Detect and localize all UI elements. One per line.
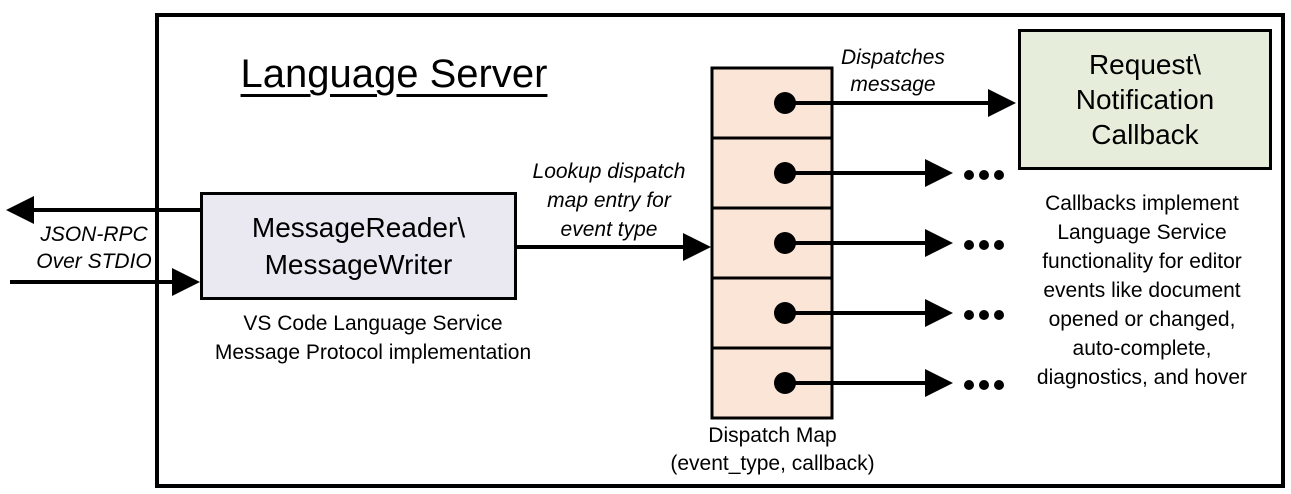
dispatch-map-caption: Dispatch Map (event_type, callback) [650,422,895,478]
callbacks-description-note: Callbacks implement Language Service fun… [1000,189,1284,392]
callback-box-line: Request\ [1088,49,1202,80]
callback-box-line: Notification [1075,84,1215,115]
json-rpc-label-line: JSON-RPC [40,223,148,246]
callback-box-line: Callback [1091,119,1199,150]
message-reader-writer-box: MessageReader\ MessageWriter [200,192,517,300]
reader-box-line: MessageWriter [264,249,453,280]
callbacks-note-line: diagnostics, and hover [1036,366,1248,389]
language-server-container [155,13,1285,488]
json-rpc-label-line: Over STDIO [36,250,152,273]
callbacks-note-line: functionality for editor [1042,250,1242,273]
reader-caption-line: VS Code Language Service [243,312,503,335]
lookup-label-line: map entry for [547,189,671,212]
dispatches-label-line: message [850,73,936,96]
dispatches-message-label: Dispatches message [826,44,960,98]
dispatch-map-caption-line: Dispatch Map [708,424,837,447]
callbacks-note-line: opened or changed, [1048,308,1236,331]
dispatch-map-caption-line: (event_type, callback) [670,452,875,475]
callbacks-note-line: Callbacks implement [1045,192,1239,215]
lookup-label-line: Lookup dispatch [532,160,686,183]
lookup-dispatch-label: Lookup dispatch map entry for event type [518,157,700,244]
callbacks-note-line: auto-complete, [1072,337,1212,360]
reader-box-caption: VS Code Language Service Message Protoco… [183,309,563,367]
lookup-label-line: event type [560,218,658,241]
request-notification-callback-box: Request\ Notification Callback [1018,29,1272,170]
reader-box-line: MessageReader\ [251,212,466,243]
callbacks-note-line: Language Service [1057,221,1227,244]
page-title: Language Server [194,50,594,98]
dispatches-label-line: Dispatches [841,46,945,69]
callbacks-note-line: events like document [1043,279,1241,302]
reader-caption-line: Message Protocol implementation [214,341,532,364]
json-rpc-stdio-label: JSON-RPC Over STDIO [16,221,172,275]
page-title-text: Language Server [240,52,548,96]
